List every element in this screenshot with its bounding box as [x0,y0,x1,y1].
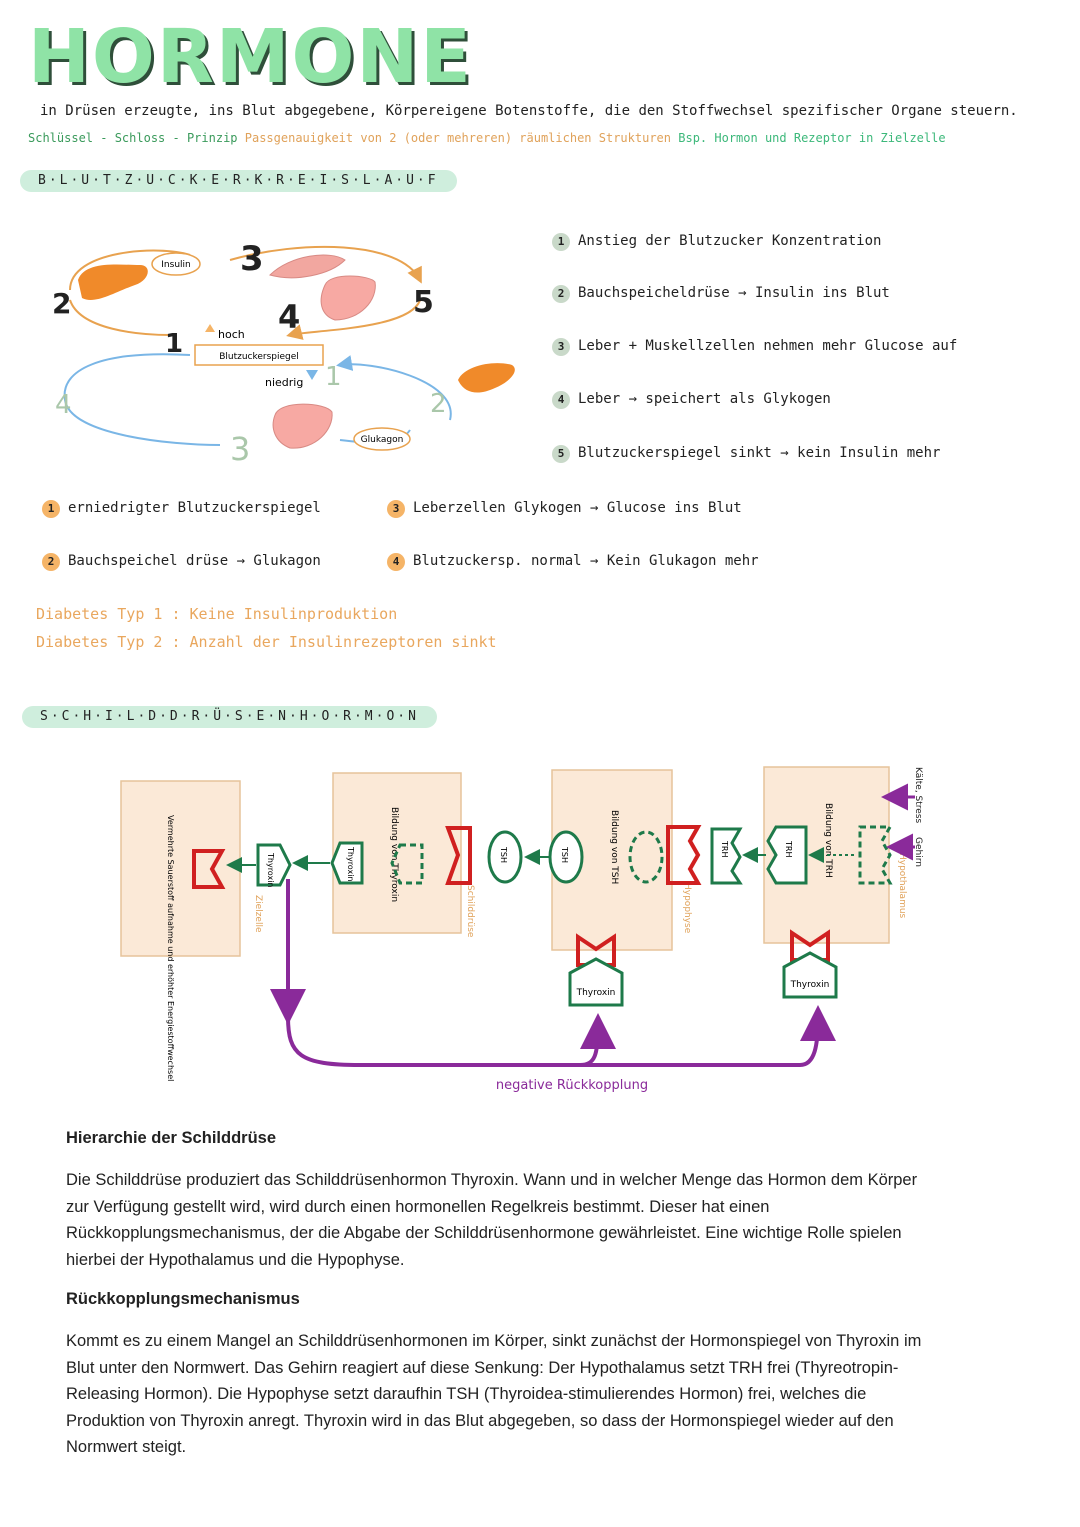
liver-icon [320,275,376,321]
step-number-low: 3 [230,430,250,468]
thyroxin-forming-icon [390,843,424,885]
zielzelle-box [120,780,241,957]
page-title: HORMONE [28,14,473,100]
tsh-label: TSH [499,846,508,863]
thyroxin-hormone-icon [256,843,292,887]
feedback-arrow [580,1005,836,1067]
hypothalamus-receptor-icon [790,929,830,962]
tsh-label: TSH [560,846,569,863]
zielzelle-effect-label: Vermehrte Sauerstoff aufnahme und erhöht… [166,815,175,1081]
thyroxin-receptor-icon [192,849,226,889]
step-number: 5 [413,285,434,320]
down-arrow-icon [306,370,318,380]
trh-label: TRH [784,840,793,857]
step-number-low: 1 [325,362,342,392]
trh-receptor-icon [666,825,702,885]
schilddruese-label: Schilddrüse [465,885,475,938]
up-arrow-icon [205,324,215,332]
key-principle-desc: Passgenauigkeit von 2 (oder mehreren) rä… [244,131,672,145]
cycle-arrow-high [286,299,421,340]
hypophyse-label: Hypophyse [682,883,692,934]
gehirn-label: Gehirn [913,837,923,867]
step-number: 3 [240,239,264,279]
glukagon-label: Glukagon [361,435,404,445]
hoch-label: hoch [218,328,245,341]
liver-icon [272,403,333,449]
thyroxin-label: Thyroxin [576,988,616,998]
blutzucker-box [194,344,324,366]
thyroxin-hormone-icon [568,957,624,1007]
thyroxin-hormone-icon [782,951,838,999]
step-number-low: 2 [430,389,447,419]
muscle-icon [269,254,346,279]
cycle-arrow-low [336,355,452,421]
key-principle-label: Schlüssel - Schloss - Prinzip [28,131,238,145]
section-heading-schilddruese: S·C·H·I·L·D·D·R·Ü·S·E·N·H·O·R·M·O·N [22,706,437,728]
cycle-arrow-high [229,245,422,284]
niedrig-label: niedrig [265,376,303,389]
kaelte-stress-label: Kälte, Stress [913,767,923,824]
hypophyse-receptor-icon [576,933,616,967]
bildung-trh-label: Bildung von TRH [823,803,833,878]
thyroxin-hormone-icon [330,841,364,885]
pancreas-icon [458,363,515,393]
hypothalamus-label: Hypothalamus [897,853,907,919]
pancreas-icon [78,264,148,301]
trh-hormone-icon [710,827,743,885]
tsh-forming-icon [628,830,664,884]
diabetes-type-2: Diabetes Typ 2 : Anzahl der Insulinrezep… [36,633,497,651]
bildung-thyroxin-label: Bildung von Thyroxin [389,807,399,902]
trh-hormone-icon [766,825,808,885]
key-principle-example: Bsp. Hormon und Rezeptor in Zielzelle [678,131,946,145]
step-number: 4 [278,298,300,336]
zielzelle-label: Zielzelle [253,895,263,933]
insulin-label: Insulin [161,260,190,270]
cycle-arrow-low [63,353,221,446]
cycle-arrow-high [69,249,191,291]
hierarchy-heading: Hierarchie der Schilddrüse [66,1129,276,1147]
thyroxin-label: Thyroxin [346,846,355,881]
insulin-badge [151,252,201,276]
blood-sugar-diagram: Insulin 3 4 5 2 1 hoch Blutzuckerspiegel… [52,239,515,468]
section-heading-blutzucker: B·L·U·T·Z·U·C·K·E·R·K·R·E·I·S·L·A·U·F [20,170,457,192]
diabetes-type-1: Diabetes Typ 1 : Keine Insulinproduktion [36,605,398,623]
hierarchy-paragraph: Die Schilddrüse produziert das Schilddrü… [66,1171,918,1269]
bildung-tsh-label: Bildung von TSH [609,810,619,884]
step-number-low: 4 [55,390,72,420]
definition-text: in Drüsen erzeugte, ins Blut abgegebene,… [40,103,1018,119]
trh-forming-icon [858,825,893,885]
feedback-heading: Rückkopplungsmechanismus [66,1290,300,1308]
thyroxin-label: Thyroxin [790,980,830,990]
thyroid-diagram: Vermehrte Sauerstoff aufnahme und erhöht… [120,766,923,1093]
blutzucker-label: Blutzuckerspiegel [219,352,299,362]
key-principle-line: Schlüssel - Schloss - Prinzip Passgenaui… [28,131,946,145]
tsh-hormone-icon [487,830,523,884]
trh-label: TRH [720,840,729,857]
thyroxin-label: Thyroxin [266,852,275,887]
negative-feedback-label: negative Rückkopplung [496,1078,648,1093]
step-number: 1 [165,329,183,359]
feedback-arrow [286,1013,616,1067]
tsh-receptor-icon [445,826,472,885]
cycle-arrow-high [69,299,171,336]
glukagon-badge [353,427,411,451]
step-number: 2 [52,287,71,320]
feedback-paragraph: Kommt es zu einem Mangel an Schilddrüsen… [66,1332,922,1456]
